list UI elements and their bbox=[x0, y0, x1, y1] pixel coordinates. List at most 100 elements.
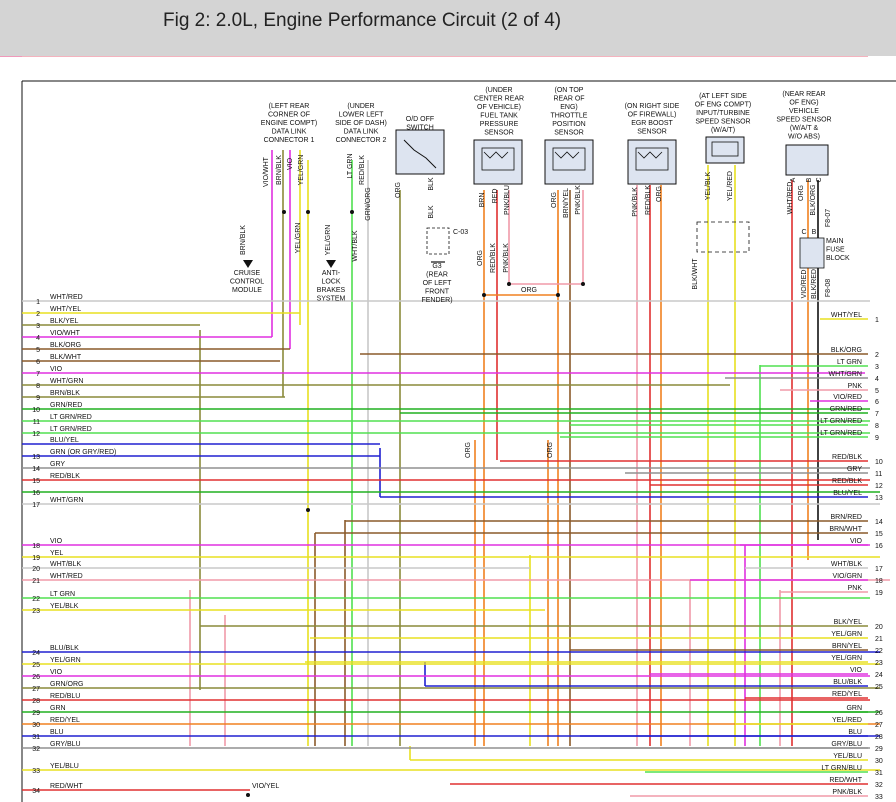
od-switch-box bbox=[395, 129, 445, 175]
wire-label-left: LT GRN/RED bbox=[50, 414, 92, 421]
component-label-ftps: OF VEHICLE) bbox=[477, 104, 521, 111]
wire-number-right: 8 bbox=[875, 423, 879, 430]
wire-number-right: 29 bbox=[875, 746, 883, 753]
splice-dot-icon bbox=[556, 293, 560, 297]
wire-number-left: 11 bbox=[33, 419, 40, 426]
component-label-dlc1: CORNER OF bbox=[268, 112, 310, 119]
wire-number-right: 11 bbox=[875, 471, 882, 478]
wire-label-right: GRN/RED bbox=[830, 406, 862, 413]
component-label-cruise: CONTROL bbox=[230, 279, 264, 286]
wire-label-left: WHT/RED bbox=[50, 294, 83, 301]
wire-number-left: 30 bbox=[32, 722, 40, 729]
wire-label-dlc1: VIO/WHT bbox=[263, 156, 270, 187]
wire-number-left: 13 bbox=[32, 454, 40, 461]
component-label-cruise: CRUISE bbox=[234, 270, 261, 277]
component-label-vss: OF ENG) bbox=[789, 100, 818, 107]
wire-label-tps: ORG bbox=[551, 192, 558, 208]
wire-number-left: 22 bbox=[32, 596, 40, 603]
egr-resistor-icon bbox=[635, 147, 669, 171]
wire-label-od: BLK bbox=[428, 177, 435, 191]
wire-number-left: 21 bbox=[32, 578, 40, 585]
wire-label-left: YEL/GRN bbox=[50, 657, 81, 664]
wire-label-right: BLU/BLK bbox=[833, 679, 862, 686]
wire-label-right: BLU bbox=[848, 729, 862, 736]
component-label-iss: SPEED SENSOR bbox=[695, 119, 750, 126]
component-label-abs: LOCK bbox=[321, 279, 340, 286]
wire-label-ftps: BRN bbox=[479, 193, 486, 208]
wire-label-dlc1: BRN/BLK bbox=[276, 155, 283, 185]
wire-label-dlc2: RED/BLK bbox=[359, 155, 366, 185]
wire-label-right: VIO/GRN bbox=[832, 573, 862, 580]
fuse-pin-label: F8-08 bbox=[825, 279, 832, 297]
wire-number-left: 23 bbox=[32, 608, 40, 615]
wire-label-ftps: RED bbox=[492, 189, 499, 204]
component-label-dlc1: (LEFT REAR bbox=[269, 103, 310, 110]
wire-label-left: RED/BLK bbox=[50, 473, 80, 480]
wire-number-left: 15 bbox=[32, 478, 40, 485]
wire-label-lower: ORG bbox=[395, 182, 402, 198]
component-label-tps: REAR OF bbox=[553, 96, 584, 103]
component-label-od: O/D OFF bbox=[406, 116, 434, 123]
wire-label-left: VIO bbox=[50, 669, 63, 676]
wire-label-left: WHT/GRN bbox=[50, 378, 83, 385]
wire-label-left: YEL bbox=[50, 550, 63, 557]
wire-number-right: 2 bbox=[875, 352, 879, 359]
component-label-egr: EGR BOOST bbox=[631, 120, 673, 127]
wire-label-dlc2: GRN/ORG bbox=[365, 187, 372, 220]
wire-label-right: RED/BLK bbox=[832, 454, 862, 461]
wire-number-right: 10 bbox=[875, 459, 883, 466]
wire-label-right: LT GRN/RED bbox=[820, 418, 862, 425]
vss-box bbox=[785, 144, 829, 176]
wire-number-left: 29 bbox=[32, 710, 40, 717]
wire-number-right: 21 bbox=[875, 636, 883, 643]
figure-title: Fig 2: 2.0L, Engine Performance Circuit … bbox=[163, 10, 562, 31]
wire-number-left: 1 bbox=[36, 299, 40, 306]
wire-label-left: WHT/YEL bbox=[50, 306, 81, 313]
wire-label-left: WHT/GRN bbox=[50, 497, 83, 504]
wire-number-right: 5 bbox=[875, 388, 879, 395]
wire-label-lower: BRN/BLK bbox=[240, 225, 247, 255]
splice-label: C-03 bbox=[453, 229, 468, 236]
wire-label-dlc1: YEL/GRN bbox=[298, 155, 305, 186]
wire-label-right: VIO bbox=[850, 667, 863, 674]
wire-number-left: 25 bbox=[32, 662, 40, 669]
wire-label-right: BLU/YEL bbox=[833, 490, 862, 497]
wire-number-right: 22 bbox=[875, 648, 883, 655]
component-label-tps: (ON TOP bbox=[555, 87, 584, 94]
wire-number-right: 7 bbox=[875, 411, 879, 418]
wire-label-vss: WHT/RED bbox=[787, 182, 794, 215]
abs-arrow-icon bbox=[326, 260, 336, 268]
wire-label-left: GRY bbox=[50, 461, 65, 468]
wire-number-left: 17 bbox=[32, 502, 40, 509]
wire-number-right: 23 bbox=[875, 660, 883, 667]
wire-number-right: 34 bbox=[875, 56, 883, 58]
lower-wires-layer bbox=[189, 150, 819, 760]
wire-number-left: 10 bbox=[32, 407, 40, 414]
wire-label-right: WHT/YEL bbox=[831, 312, 862, 319]
component-label-dlc1: CONNECTOR 1 bbox=[264, 137, 315, 144]
wire-number-right: 26 bbox=[875, 710, 883, 717]
wire-label-left: WHT/RED bbox=[50, 573, 83, 580]
wire-label-right: YEL/BLU bbox=[833, 753, 862, 760]
wire-label-right: LT GRN/BLU bbox=[821, 765, 862, 772]
wire-label-right: GRY/BLU bbox=[831, 741, 862, 748]
tps-resistor-icon bbox=[552, 147, 586, 171]
wire-label-right: RED/BLK bbox=[832, 478, 862, 485]
wire-number-left: 14 bbox=[32, 466, 40, 473]
splice-dot-icon bbox=[306, 210, 310, 214]
component-label-fuse: FUSE bbox=[826, 247, 845, 254]
cruise-arrow-icon bbox=[243, 260, 253, 268]
component-label-iss: OF ENG COMPT) bbox=[695, 102, 751, 109]
wire-number-left: 16 bbox=[32, 490, 40, 497]
wire-number-right: 13 bbox=[875, 495, 883, 502]
component-label-ftps: FUEL TANK bbox=[480, 113, 518, 120]
wire-number-right: 3 bbox=[875, 364, 879, 371]
wire-label-lower: ORG bbox=[477, 250, 484, 266]
wire-label-lower: VIO/YEL bbox=[252, 783, 279, 790]
component-label-dlc1: DATA LINK bbox=[272, 129, 307, 136]
wire-label-left: BLK/WHT bbox=[50, 354, 82, 361]
wire-label-right: WHT/GRN bbox=[829, 371, 862, 378]
wire-label-lower: VIO/RED bbox=[801, 270, 808, 299]
egr-wiper-icon bbox=[637, 151, 663, 159]
